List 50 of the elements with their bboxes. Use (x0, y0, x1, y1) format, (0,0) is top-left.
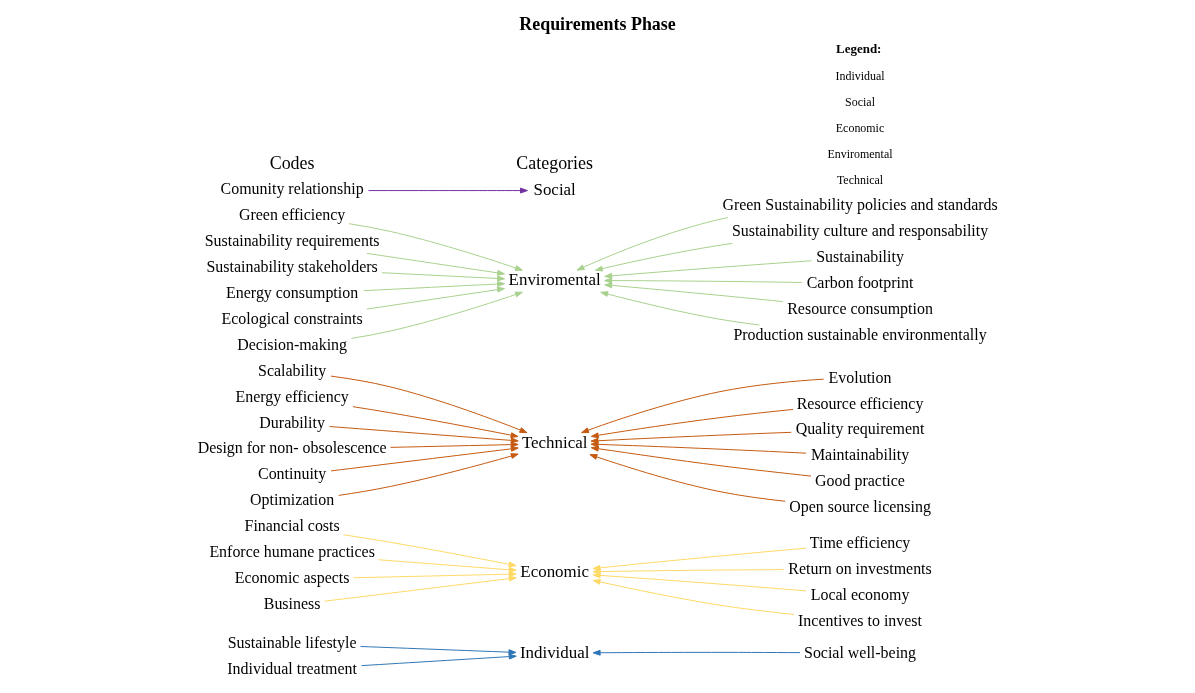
legend-label: Social (845, 94, 875, 109)
node-text: Quality requirement (795, 420, 925, 438)
label: Categories (516, 153, 593, 174)
node-text: Local economy (810, 585, 910, 603)
node-text: Sustainability requirements (204, 232, 380, 250)
label: Legend: (836, 41, 882, 57)
node-text: Social well-being (804, 643, 917, 661)
node-text: Continuity (258, 465, 327, 483)
node-text: Social (533, 179, 576, 199)
label: Codes (269, 153, 315, 174)
node-text: Durability (259, 413, 325, 431)
node-text: Financial costs (244, 517, 340, 535)
node-text: Resource efficiency (796, 394, 924, 412)
node-text: Design for non- obsolescence (197, 439, 387, 457)
legend-label: Economic (835, 120, 885, 135)
legend-label: Technical (836, 172, 884, 187)
legend-label: Enviromental (827, 146, 893, 161)
node-text: Incentives to invest (798, 611, 922, 629)
node-text: Green Sustainability policies and standards (722, 196, 998, 214)
node-text: Sustainability (816, 248, 904, 266)
node-text: Enviromental (508, 270, 601, 290)
node-text: Scalability (258, 361, 327, 379)
node-text: Individual (519, 642, 590, 662)
node-text: Energy efficiency (235, 387, 349, 405)
node-text: Evolution (828, 368, 892, 386)
node-text: Green efficiency (238, 206, 346, 224)
node-text: Open source licensing (789, 498, 931, 516)
node-text: Economic aspects (234, 568, 350, 586)
node-text: Time efficiency (809, 534, 911, 552)
node-text: Resource consumption (787, 299, 933, 317)
diagram-title: Requirements Phase (519, 13, 676, 34)
legend-label: Individual (835, 69, 885, 84)
node-text: Maintainability (810, 446, 910, 464)
node-text: Carbon footprint (806, 274, 914, 292)
node-text: Sustainable lifestyle (227, 633, 357, 651)
node-text: Optimization (250, 491, 335, 509)
node-text: Technical (521, 432, 588, 452)
node-text: Comunity relationship (220, 180, 364, 198)
node-text: Sustainability culture and responsability (731, 222, 989, 240)
node-text: Individual treatment (227, 659, 357, 677)
node-text: Ecological constraints (221, 309, 363, 327)
node-text: Economic (520, 562, 589, 582)
node-text: Good practice (815, 472, 905, 490)
node-text: Production sustainable environmentally (733, 325, 987, 343)
node-text: Business (263, 594, 321, 612)
node-text: Energy consumption (226, 283, 359, 301)
node-text: Enforce humane practices (209, 543, 375, 561)
node-text: Decision-making (237, 335, 348, 353)
node-text: Sustainability stakeholders (206, 258, 378, 276)
node-text: Return on investments (788, 559, 932, 577)
